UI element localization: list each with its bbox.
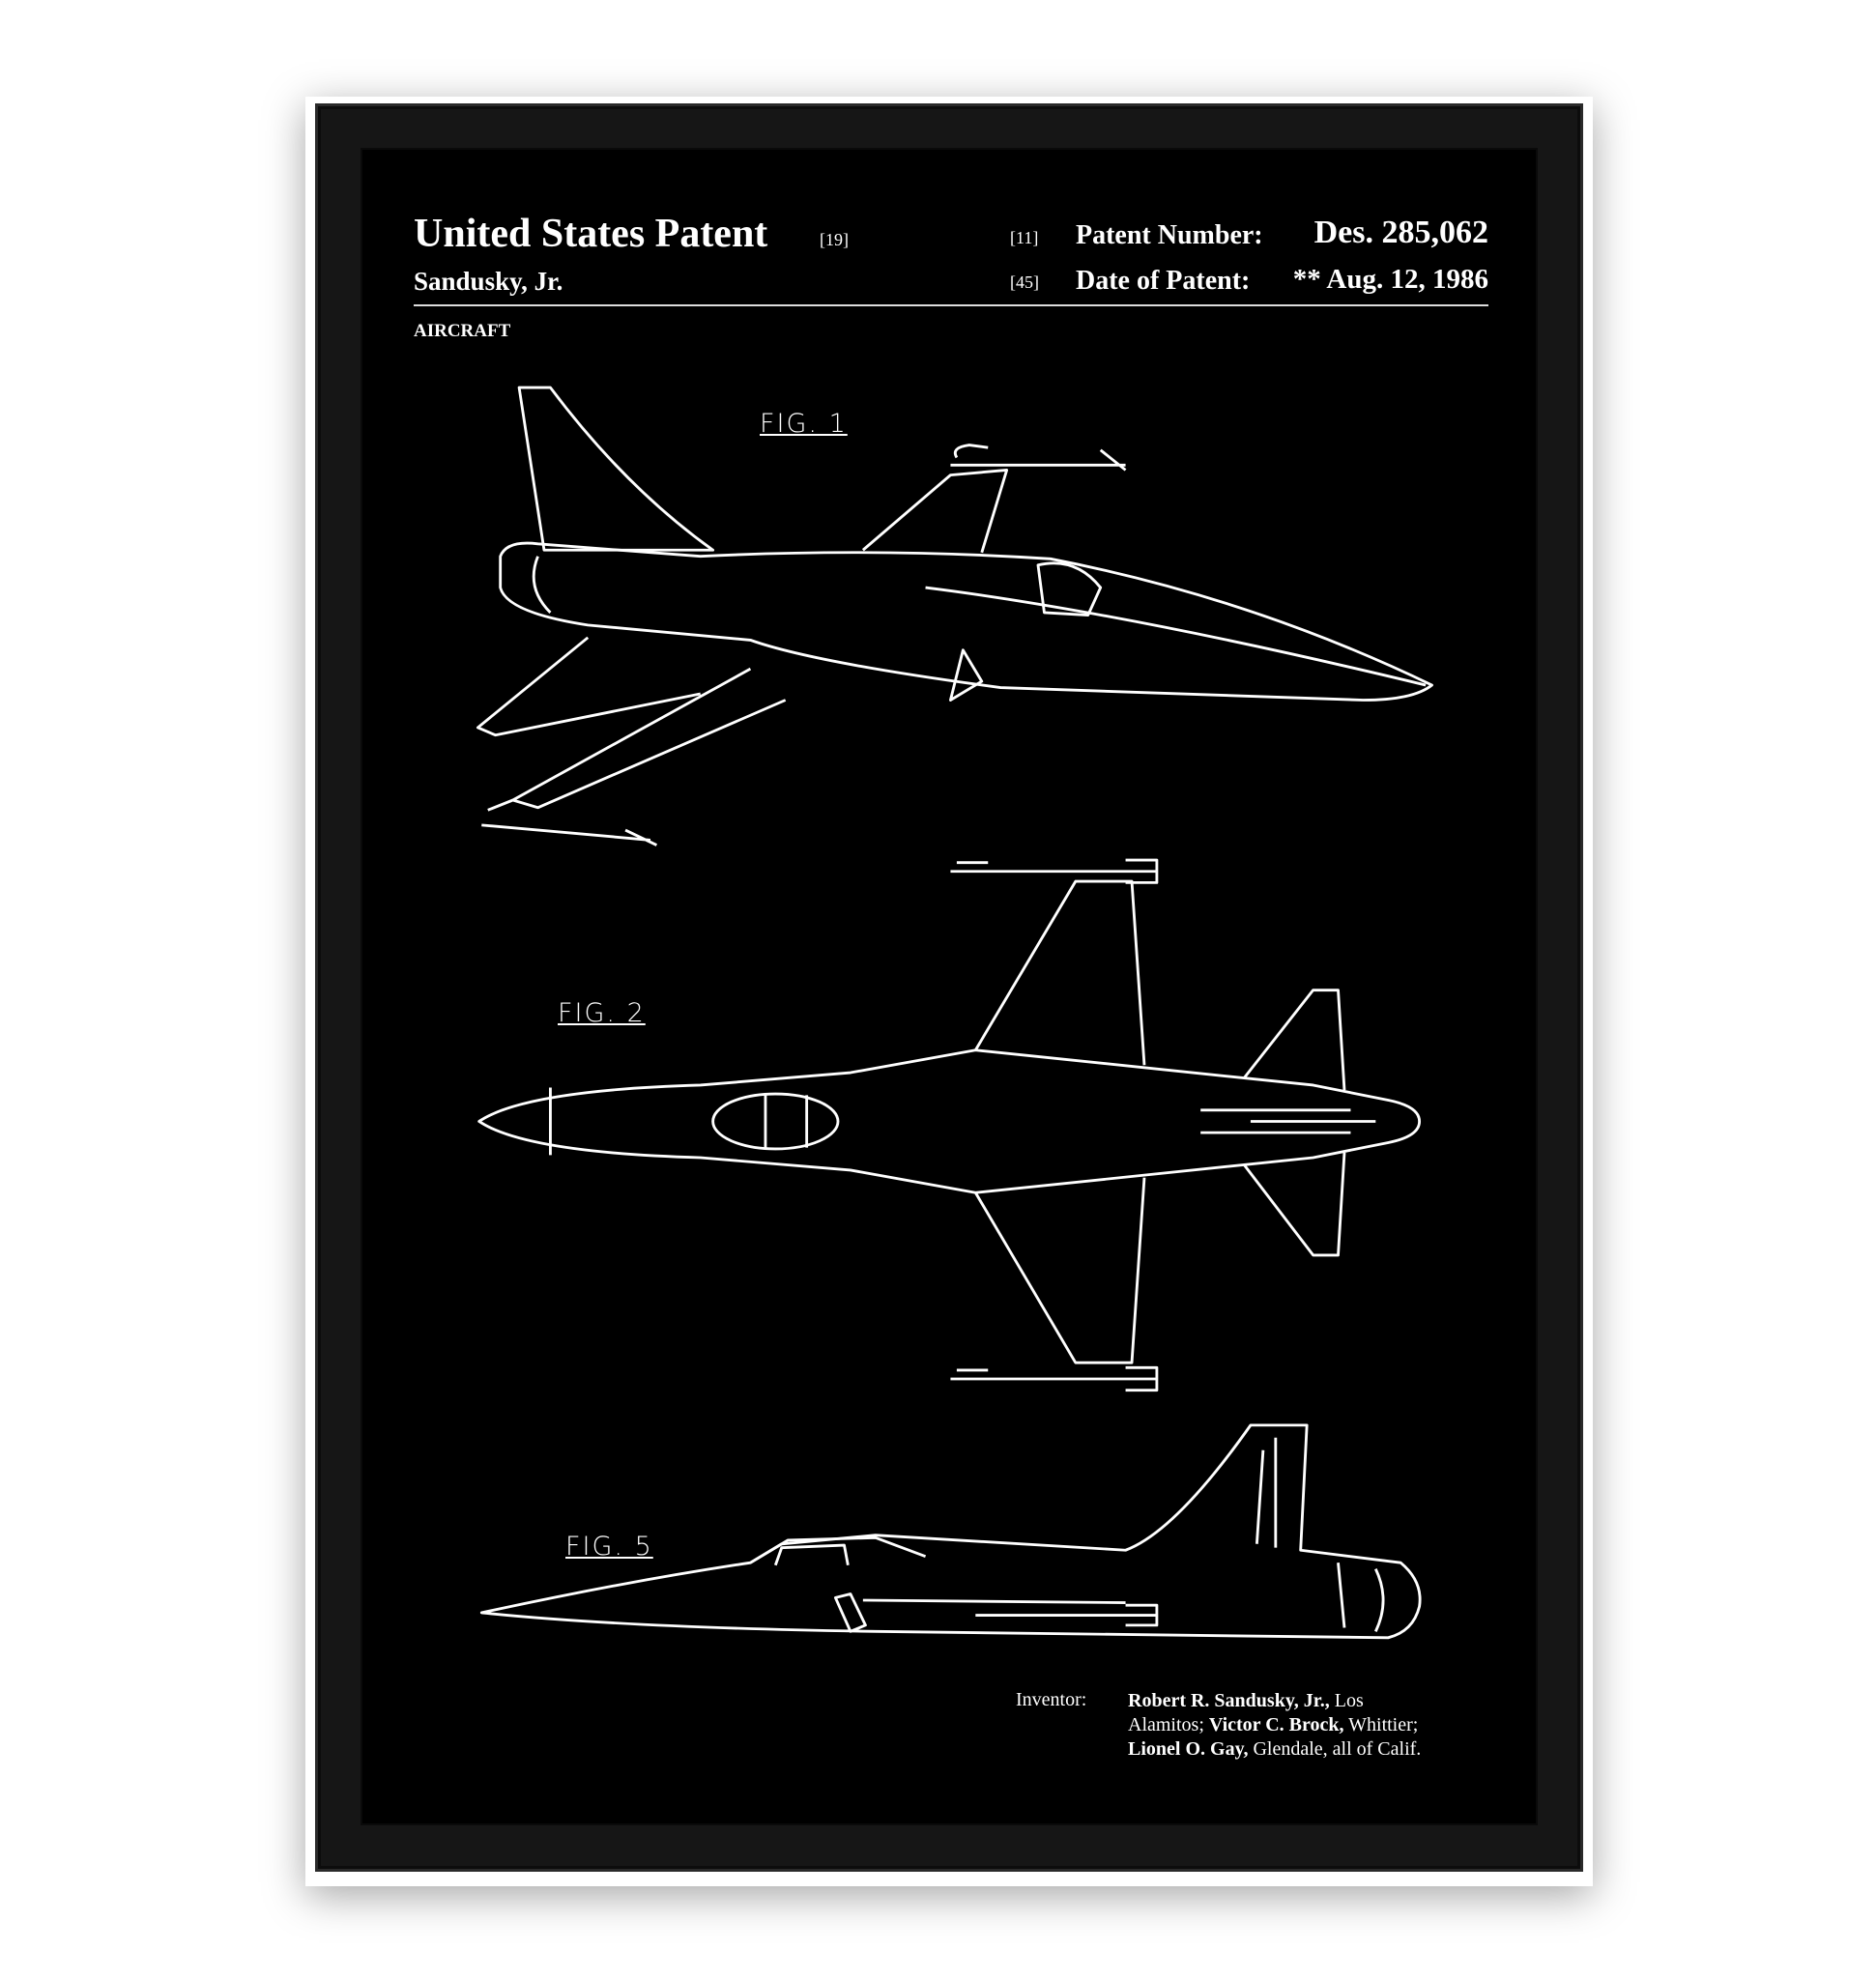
- patent-poster: [362, 150, 1536, 1823]
- fig2-label: FIG. 2: [558, 998, 646, 1028]
- date-label: Date of Patent:: [1076, 266, 1251, 296]
- title-code: [19]: [820, 230, 849, 249]
- inventor-list: Robert R. Sandusky, Jr., Los Alamitos; V…: [1128, 1689, 1421, 1762]
- date-code: [45]: [1010, 272, 1039, 292]
- fig5-label: FIG. 5: [565, 1532, 653, 1562]
- patent-subject: AIRCRAFT: [414, 321, 511, 341]
- inventor-place-1b: Alamitos;: [1128, 1714, 1209, 1735]
- patent-number-label: Patent Number:: [1076, 220, 1263, 250]
- inventor-name-1: Robert R. Sandusky, Jr.,: [1128, 1690, 1330, 1711]
- inventor-label: Inventor:: [1016, 1689, 1087, 1710]
- patent-number-code: [11]: [1010, 228, 1039, 247]
- inventor-short: Sandusky, Jr.: [414, 267, 563, 296]
- fig1-label: FIG. 1: [760, 409, 848, 439]
- header-rule: [414, 304, 1488, 306]
- patent-title: United States Patent: [414, 212, 768, 256]
- inventor-place-2: Whittier;: [1343, 1714, 1419, 1735]
- fig2-top-view-aircraft: [477, 858, 1422, 1392]
- fig5-side-view-aircraft: [479, 1423, 1422, 1640]
- patent-number: Des. 285,062: [1313, 215, 1488, 250]
- fig1-perspective-aircraft: [476, 386, 1433, 846]
- inventor-name-3: Lionel O. Gay,: [1128, 1738, 1249, 1760]
- date-value: ** Aug. 12, 1986: [1292, 264, 1488, 295]
- inventor-place-1a: Los: [1329, 1690, 1364, 1711]
- inventor-place-3: Glendale, all of Calif.: [1248, 1738, 1422, 1760]
- inventor-name-2: Victor C. Brock,: [1208, 1714, 1344, 1735]
